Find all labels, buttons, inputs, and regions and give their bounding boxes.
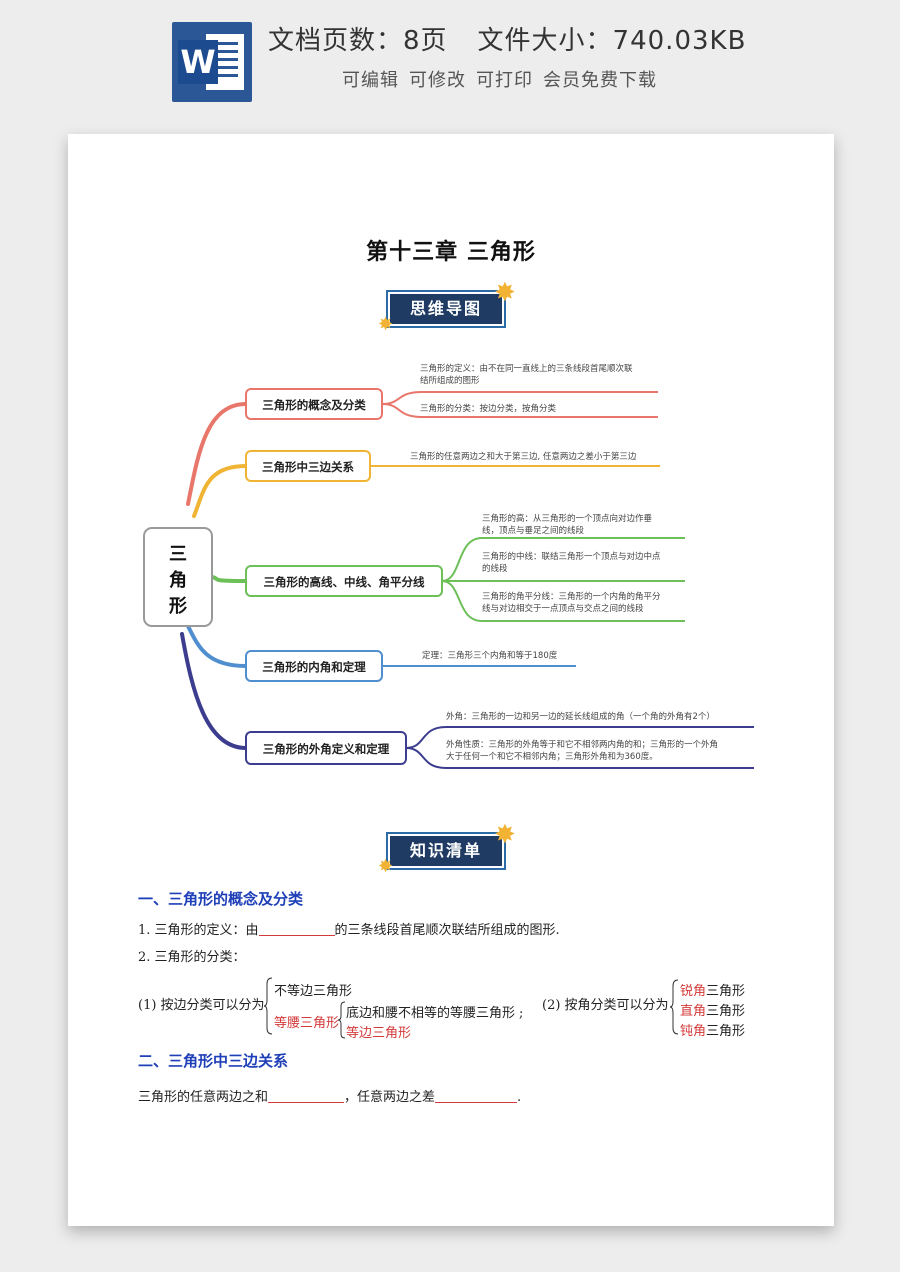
star-icon: ✸ bbox=[378, 856, 394, 877]
download-banner: W 文档页数：8页文件大小：740.03KB 可编辑可修改可打印会员免费下载 bbox=[0, 0, 900, 120]
file-size: 文件大小：740.03KB bbox=[477, 26, 747, 56]
brace-icon bbox=[670, 979, 679, 1035]
mindmap-leaf-text: 三角形的角平分线：三角形的一个内角的角平分 bbox=[482, 591, 661, 602]
mindmap-trunk-line bbox=[210, 575, 248, 583]
star-icon: ✸ bbox=[378, 314, 394, 335]
iso-non-equilateral: 底边和腰不相等的等腰三角形; bbox=[346, 1006, 524, 1021]
section-heading-sides: 二、三角形中三边关系 bbox=[138, 1052, 289, 1070]
section-heading-concepts: 一、三角形的概念及分类 bbox=[138, 890, 304, 908]
feature-printable: 可打印 bbox=[476, 70, 533, 91]
feature-editable: 可编辑 bbox=[342, 70, 399, 91]
mindmap-leaf-text: 结所组成的图形 bbox=[420, 375, 480, 386]
fill-blank[interactable] bbox=[258, 921, 335, 936]
by-side-label: (1) 按边分类可以分为 bbox=[138, 998, 265, 1013]
mindmap-leaf-line bbox=[405, 747, 754, 769]
feature-modifiable: 可修改 bbox=[409, 70, 466, 91]
mindmap-trunk-line bbox=[180, 632, 248, 750]
document-page: 第十三章 三角形 思维导图 ✸ ✸ 三角形的概念及分类 三角形的定义：由不在同一直… bbox=[68, 134, 834, 1226]
knowledge-badge: 知识清单 ✸ ✸ bbox=[378, 822, 516, 877]
feature-member-download: 会员免费下载 bbox=[543, 70, 657, 91]
definition-line: 1. 三角形的定义：由的三条线段首尾顺次联结所组成的图形. bbox=[138, 921, 560, 938]
mindmap-trunk-line bbox=[192, 464, 248, 518]
mindmap-badge: 思维导图 ✸ ✸ bbox=[378, 280, 516, 335]
mindmap-leaf-line bbox=[405, 726, 754, 749]
chapter-title: 第十三章 三角形 bbox=[366, 240, 536, 265]
mindmap-leaf-line bbox=[441, 580, 685, 622]
mindmap-trunk-line bbox=[186, 402, 248, 506]
brace-icon bbox=[338, 1001, 346, 1039]
mindmap-leaf-text: 线，顶点与垂足之间的线段 bbox=[482, 525, 585, 536]
equilateral-triangle: 等边三角形 bbox=[346, 1026, 412, 1041]
mindmap-leaf-text: 线与对边相交于一点顶点与交点之间的线段 bbox=[482, 603, 644, 614]
mindmap-leaf-text: 的线段 bbox=[482, 563, 508, 574]
mindmap-leaf-text: 定理：三角形三个内角和等于180度 bbox=[422, 650, 558, 661]
fill-blank[interactable] bbox=[435, 1088, 518, 1103]
side-relation-line: 三角形的任意两边之和，任意两边之差. bbox=[138, 1088, 522, 1105]
mindmap-leaf-text: 三角形的高：从三角形的一个顶点向对边作垂 bbox=[482, 513, 653, 524]
mindmap-leaf-line bbox=[381, 391, 658, 405]
isosceles-triangle: 等腰三角形 bbox=[274, 1016, 340, 1031]
mindmap-branch-label: 三角形中三边关系 bbox=[262, 460, 354, 474]
mindmap-leaf-line bbox=[441, 537, 685, 582]
mindmap-leaf-text: 三角形的定义：由不在同一直线上的三条线段首尾顺次联 bbox=[420, 363, 633, 374]
mindmap-leaf-text: 外角：三角形的一边和另一边的延长线组成的角（一个角的外角有2个） bbox=[446, 711, 715, 722]
scalene-triangle: 不等边三角形 bbox=[274, 984, 353, 999]
mindmap-root-char: 形 bbox=[169, 596, 187, 617]
star-icon: ✸ bbox=[494, 820, 516, 850]
mindmap-leaf-text: 三角形的分类：按边分类，按角分类 bbox=[420, 403, 557, 414]
acute-triangle: 锐角三角形 bbox=[680, 984, 746, 999]
mindmap-root-box bbox=[143, 527, 213, 627]
fill-blank[interactable] bbox=[268, 1088, 345, 1103]
classification-line: 2. 三角形的分类： bbox=[138, 950, 246, 965]
word-document-icon: W bbox=[172, 22, 252, 102]
mindmap-leaf-text: 外角性质：三角形的外角等于和它不相邻两内角的和；三角形的一个外角 bbox=[446, 739, 718, 750]
mindmap-branch-label: 三角形的概念及分类 bbox=[262, 398, 366, 412]
mindmap-leaf-text: 大于任何一个和它不相邻内角；三角形外角和为360度。 bbox=[446, 751, 658, 762]
mindmap-root-char-1: 三角形 bbox=[169, 544, 187, 617]
mindmap-root-char: 三 bbox=[169, 544, 187, 565]
by-angle-label: (2) 按角分类可以分为 bbox=[542, 998, 669, 1013]
mind-map: 三角形的概念及分类 三角形的定义：由不在同一直线上的三条线段首尾顺次联结所组成的图… bbox=[143, 363, 754, 769]
mindmap-branch-label: 三角形的内角和定理 bbox=[262, 660, 366, 674]
mindmap-trunk-line bbox=[186, 624, 248, 668]
brace-icon bbox=[264, 977, 273, 1035]
mindmap-leaf-text: 三角形的中线：联结三角形一个顶点与对边中点 bbox=[482, 551, 661, 562]
mindmap-root-char: 角 bbox=[169, 569, 187, 591]
mindmap-leaf-text: 三角形的任意两边之和大于第三边, 任意两边之差小于第三边 bbox=[410, 451, 637, 462]
right-triangle: 直角三角形 bbox=[680, 1004, 746, 1019]
document-info: 文档页数：8页文件大小：740.03KB bbox=[268, 20, 746, 57]
page-count: 文档页数：8页 bbox=[268, 26, 448, 56]
mindmap-leaf-line bbox=[381, 403, 658, 418]
feature-list: 可编辑可修改可打印会员免费下载 bbox=[342, 66, 667, 92]
obtuse-triangle: 钝角三角形 bbox=[680, 1024, 746, 1039]
star-icon: ✸ bbox=[494, 278, 516, 308]
mindmap-branch-label: 三角形的高线、中线、角平分线 bbox=[264, 575, 425, 589]
mindmap-branch-label: 三角形的外角定义和定理 bbox=[263, 742, 390, 756]
